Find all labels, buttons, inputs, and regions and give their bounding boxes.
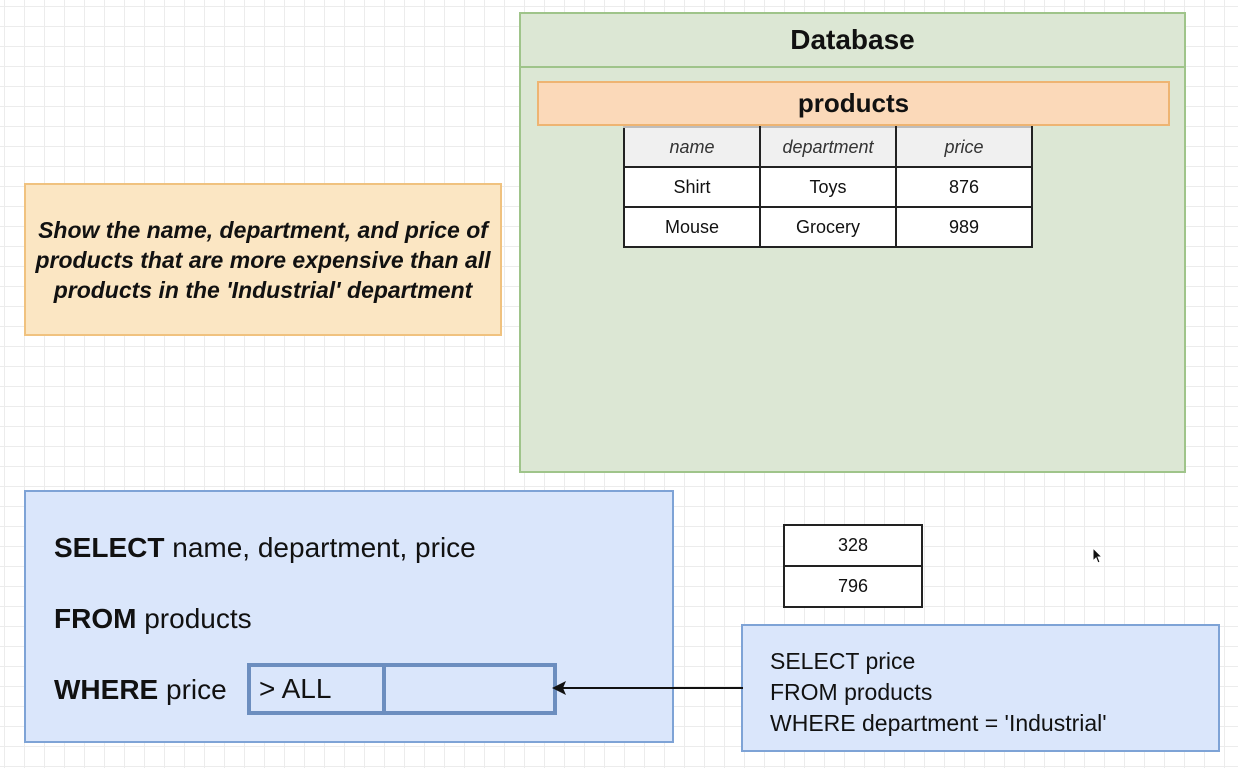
where-column: price [166,674,227,705]
result-value: 796 [783,565,923,608]
main-query-box: SELECT name, department, price FROM prod… [24,490,674,743]
question-box: Show the name, department, and price of … [24,183,502,336]
select-keyword: SELECT [54,532,165,563]
products-table: name department price Shirt Toys 876 Mou… [623,126,1033,248]
subquery-select-line: SELECT price [770,648,916,674]
cell-name: Shirt [623,166,761,208]
database-panel: Database products name department price … [519,12,1186,473]
subquery-box: SELECT price FROM products WHERE departm… [741,624,1220,752]
all-operator-box: > ALL [247,663,557,715]
from-keyword: FROM [54,603,137,634]
cell-name: Mouse [623,206,761,248]
mouse-pointer-icon [1092,547,1104,564]
cell-department: Grocery [759,206,897,248]
subquery-where-line: WHERE department = 'Industrial' [770,710,1107,736]
table-row: Shirt Toys 876 [623,166,1033,208]
subquery-result-table: 328 796 [783,524,923,608]
table-row: 796 [783,565,923,608]
query-select-line: SELECT name, department, price [54,532,476,564]
table-title-bar: products [537,81,1170,126]
table-title: products [797,88,910,118]
database-title: Database [790,24,915,55]
query-from-line: FROM products [54,603,252,635]
select-columns: name, department, price [172,532,476,563]
question-text: Show the name, department, and price of … [35,216,491,303]
cell-department: Toys [759,166,897,208]
where-keyword: WHERE [54,674,159,705]
column-header-name: name [623,126,761,168]
query-where-line: WHERE price [54,674,227,706]
column-header-department: department [759,126,897,168]
cell-price: 989 [895,206,1033,248]
cell-price: 876 [895,166,1033,208]
from-table: products [144,603,252,634]
subquery-from-line: FROM products [770,679,933,705]
arrow-left-icon [552,681,743,695]
all-operator: > ALL [251,667,386,711]
result-value: 328 [783,524,923,567]
column-header-price: price [895,126,1033,168]
table-row: 328 [783,524,923,567]
database-title-bar: Database [521,14,1184,68]
products-header-row: name department price [623,126,1033,168]
table-row: Mouse Grocery 989 [623,206,1033,248]
subquery-slot [386,667,553,711]
